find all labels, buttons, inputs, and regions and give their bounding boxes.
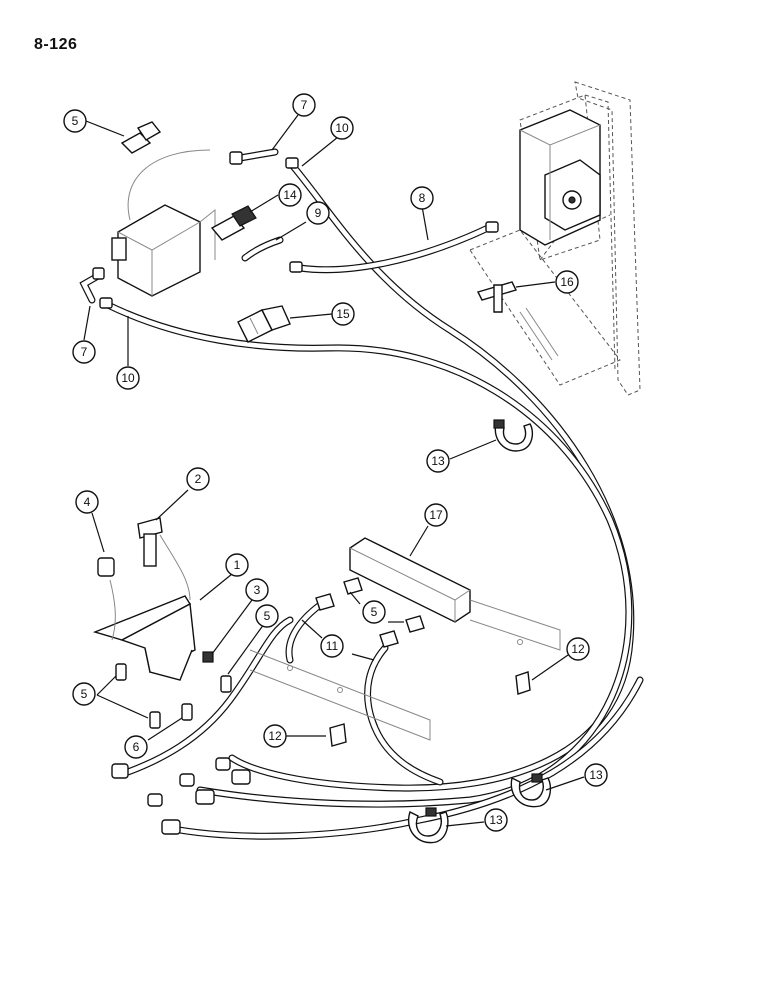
callout-5-left: 5 xyxy=(72,682,96,706)
callout-14-label: 14 xyxy=(283,188,297,202)
callout-3-label: 3 xyxy=(254,583,261,597)
callout-5-right-label: 5 xyxy=(371,605,378,619)
valve-block-right xyxy=(519,109,601,246)
callout-7-left-label: 7 xyxy=(81,345,88,359)
callout-15-label: 15 xyxy=(336,307,350,321)
callout-10-top: 10 xyxy=(330,116,354,140)
callout-10-left-label: 10 xyxy=(121,371,135,385)
callout-5-left-label: 5 xyxy=(81,687,88,701)
callout-17: 17 xyxy=(424,503,448,527)
adapters-lower-left xyxy=(115,577,425,729)
callout-4-label: 4 xyxy=(84,495,91,509)
bolt-2 xyxy=(137,517,163,567)
callout-5-mid: 5 xyxy=(255,604,279,628)
callout-16-label: 16 xyxy=(560,275,574,289)
callout-16: 16 xyxy=(555,270,579,294)
elbow-fitting-7-left xyxy=(79,267,105,304)
page-number: 8-126 xyxy=(34,36,78,53)
callout-5-mid-label: 5 xyxy=(264,609,271,623)
leader-lines xyxy=(83,114,585,827)
callout-5-top: 5 xyxy=(63,109,87,133)
hose-8-fittings xyxy=(99,157,499,309)
clamp-12-right xyxy=(515,671,531,695)
strap-13-right xyxy=(510,773,552,808)
mounting-plate-17 xyxy=(249,537,561,741)
callout-2: 2 xyxy=(186,467,210,491)
callout-9-label: 9 xyxy=(315,206,322,220)
fitting-15 xyxy=(237,305,291,343)
lower-hose-ends xyxy=(111,757,251,835)
callout-8: 8 xyxy=(410,186,434,210)
callout-9: 9 xyxy=(306,201,330,225)
callout-13-upper-label: 13 xyxy=(431,454,445,468)
callout-12-right: 12 xyxy=(566,637,590,661)
callout-17-label: 17 xyxy=(429,508,443,522)
callout-5-top-label: 5 xyxy=(72,114,79,128)
callout-13-right: 13 xyxy=(584,763,608,787)
bracket-1 xyxy=(92,534,196,681)
callout-13-bottom: 13 xyxy=(484,808,508,832)
callout-10-top-label: 10 xyxy=(335,121,349,135)
callout-13-bottom-label: 13 xyxy=(489,813,503,827)
fitting-14 xyxy=(210,205,257,241)
valve-block-left xyxy=(111,149,216,297)
hose-9-short xyxy=(241,236,284,262)
callout-7-left: 7 xyxy=(72,340,96,364)
callout-6: 6 xyxy=(124,735,148,759)
callout-10-left: 10 xyxy=(116,366,140,390)
callout-7-top-label: 7 xyxy=(301,98,308,112)
hose-11 xyxy=(285,601,444,786)
tee-fitting-16 xyxy=(476,281,559,361)
nut-3 xyxy=(202,651,214,663)
callout-12-mid-label: 12 xyxy=(268,729,282,743)
callout-5-right: 5 xyxy=(362,600,386,624)
callout-7-top: 7 xyxy=(292,93,316,117)
strap-13-upper xyxy=(493,419,534,452)
callout-13-right-label: 13 xyxy=(589,768,603,782)
callout-12-mid: 12 xyxy=(263,724,287,748)
callout-4: 4 xyxy=(75,490,99,514)
clamp-12-mid xyxy=(329,723,347,747)
cap-4 xyxy=(97,557,116,641)
callout-11-label: 11 xyxy=(326,639,339,653)
callout-8-label: 8 xyxy=(419,191,426,205)
hose-bundle-long xyxy=(104,161,644,840)
callout-11: 11 xyxy=(320,634,344,658)
callout-14: 14 xyxy=(278,183,302,207)
fitting-5-top xyxy=(120,121,162,154)
callout-3: 3 xyxy=(245,578,269,602)
callout-12-right-label: 12 xyxy=(571,642,585,656)
callout-2-label: 2 xyxy=(195,472,202,486)
elbow-fitting-7-top xyxy=(229,148,279,165)
strap-13-bottom xyxy=(407,807,449,844)
callout-1: 1 xyxy=(225,553,249,577)
callout-13-upper: 13 xyxy=(426,449,450,473)
callout-15: 15 xyxy=(331,302,355,326)
callout-1-label: 1 xyxy=(234,558,241,572)
callout-6-label: 6 xyxy=(133,740,140,754)
